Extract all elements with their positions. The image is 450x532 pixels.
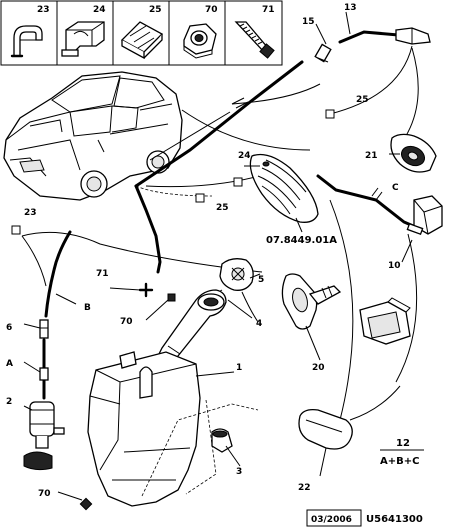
group-number: 12	[396, 438, 410, 449]
part-70-marker-upper	[167, 293, 176, 302]
callout-2: 2	[6, 397, 12, 407]
callout-B: B	[84, 303, 91, 313]
footer-date: 03/2006	[311, 515, 352, 525]
legend-label-70: 70	[205, 5, 218, 15]
part-21-rear-cover	[390, 133, 437, 173]
part-20-grommet	[281, 273, 342, 330]
legend-label-71: 71	[262, 5, 275, 15]
part-3-grommet	[211, 428, 233, 453]
part-71-marker	[138, 282, 154, 298]
legend-label-23: 23	[37, 5, 50, 15]
legend-label-25: 25	[149, 5, 162, 15]
callout-5: 5	[258, 275, 264, 285]
callout-25-upper: 25	[356, 95, 369, 105]
callout-23: 23	[24, 208, 37, 218]
part-2-pump	[23, 401, 65, 471]
callout-C: C	[392, 183, 399, 193]
group-formula: A+B+C	[380, 456, 419, 467]
legend-label-24: 24	[93, 5, 106, 15]
part-15-nozzle	[314, 43, 332, 63]
callout-3: 3	[236, 467, 242, 477]
callout-20: 20	[312, 363, 325, 373]
ref-square-23	[11, 225, 21, 235]
screw-icon	[234, 21, 275, 59]
callout-21: 21	[365, 151, 378, 161]
group-reference: 12 A+B+C	[380, 438, 424, 467]
ref-square-24	[233, 177, 243, 187]
part-70-marker-lower	[79, 497, 93, 511]
hex-nut-icon	[183, 23, 217, 59]
footer-bar: 03/2006 U5641300	[306, 509, 423, 527]
ref-square-25b	[195, 193, 205, 203]
part-A-joint	[39, 367, 49, 381]
callout-13: 13	[344, 3, 357, 13]
callout-10: 10	[388, 261, 401, 271]
washer-hoses	[21, 27, 431, 421]
part-6-connector	[39, 319, 49, 339]
part-1-reservoir	[87, 351, 259, 507]
vehicle-outline	[3, 71, 183, 201]
part-24-grille	[249, 153, 319, 223]
callout-22: 22	[298, 483, 311, 493]
callout-labels: 13 15 25 21 24 C 25 23 07.8449.01A 10 71…	[6, 3, 401, 499]
callout-leaders	[23, 11, 413, 501]
parts-legend: 23 24 25 70 71	[0, 0, 283, 66]
callout-70-upper: 70	[120, 317, 133, 327]
callout-4: 4	[256, 319, 262, 329]
callout-70-lower: 70	[38, 489, 51, 499]
callout-1: 1	[236, 363, 242, 373]
callout-24: 24	[238, 151, 251, 161]
callout-25-lower: 25	[216, 203, 229, 213]
callout-15: 15	[302, 17, 315, 27]
mounting-bracket	[359, 297, 411, 345]
clip-block-icon	[120, 21, 164, 60]
part-10-washer-jet	[406, 195, 443, 236]
hose-clamp-icon	[61, 21, 105, 57]
reference-code: 07.8449.01A	[266, 235, 337, 246]
callout-6: 6	[6, 323, 12, 333]
callout-A: A	[6, 359, 13, 369]
ref-square-25a	[325, 109, 335, 119]
part-22-plug	[298, 408, 353, 450]
clip-icon	[10, 25, 43, 58]
footer-drawing-id: U5641300	[366, 514, 423, 525]
part-5-filler-cap	[219, 258, 254, 291]
callout-71: 71	[96, 269, 109, 279]
